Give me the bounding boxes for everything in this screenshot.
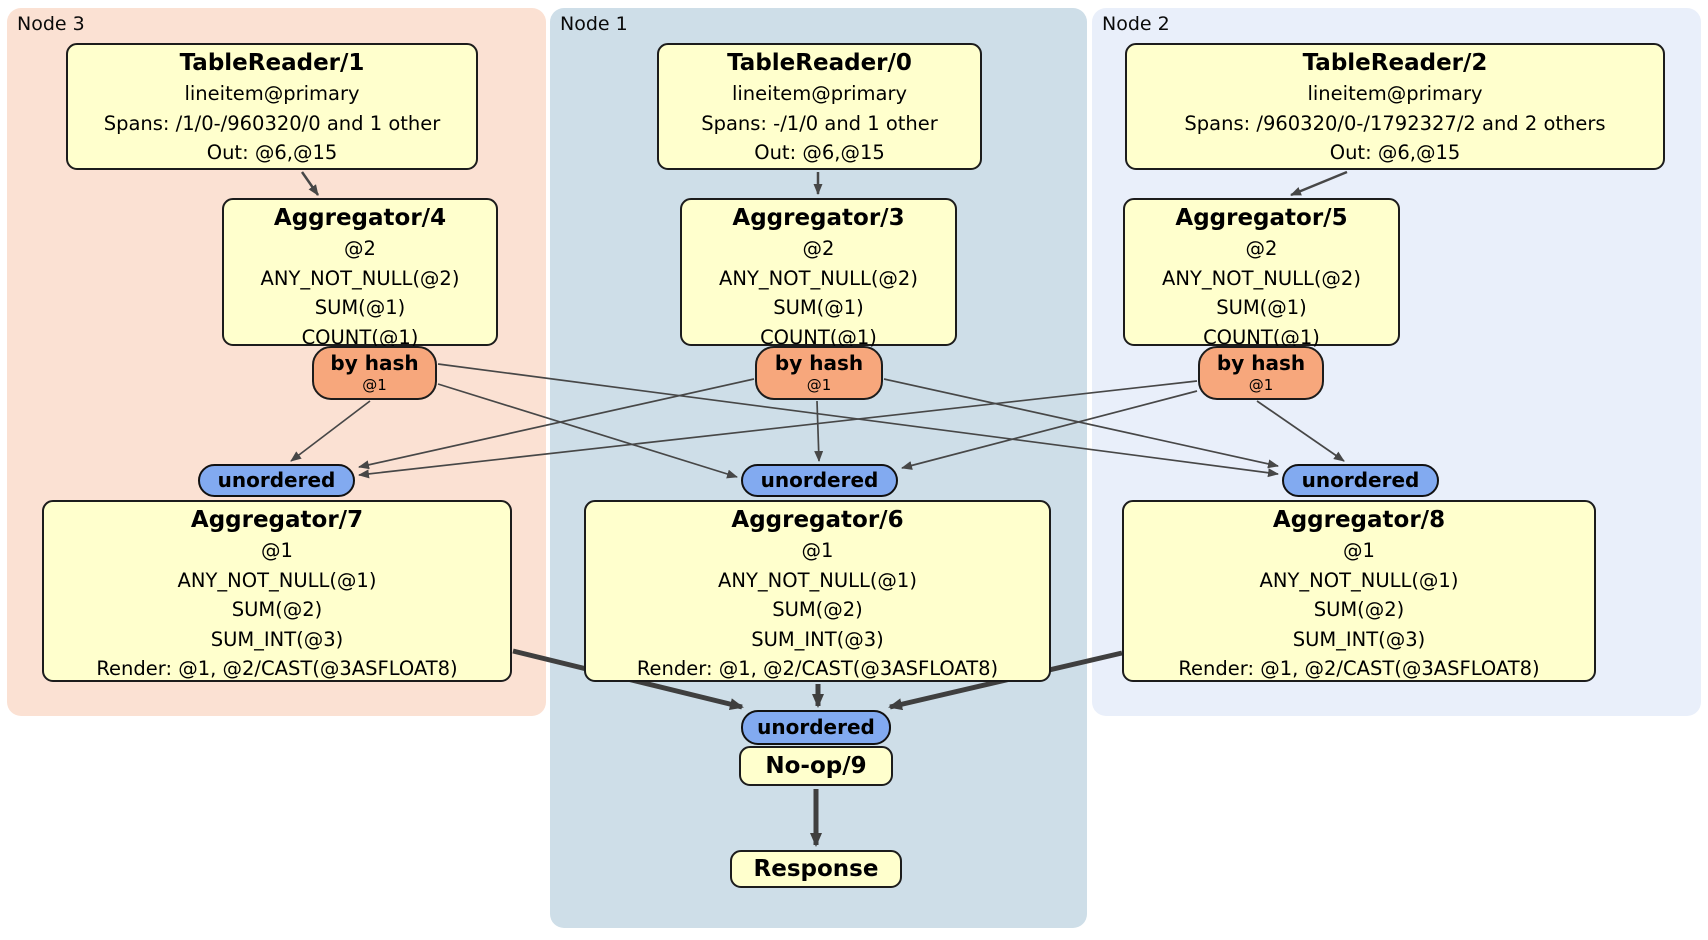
detail-line: COUNT(@1): [301, 325, 419, 349]
hash-router-node-1: by hash @1: [755, 346, 883, 400]
router-detail: @1: [1248, 376, 1274, 394]
detail-line: Out: @6,@15: [1329, 141, 1461, 164]
detail-line: SUM_INT(@3): [1292, 627, 1426, 651]
region-label-node-2: Node 2: [1102, 13, 1170, 35]
detail-line: SUM(@2): [772, 598, 863, 621]
unordered-sync-node-2: unordered: [1282, 464, 1439, 497]
detail-line: @2: [1245, 237, 1278, 260]
router-label: by hash: [1216, 351, 1306, 375]
processor-title: Aggregator/5: [1175, 205, 1348, 231]
router-label: by hash: [330, 351, 419, 375]
detail-line: lineitem@primary: [1307, 82, 1483, 105]
router-detail: @1: [806, 376, 832, 394]
response-box: Response: [730, 850, 902, 888]
detail-line: SUM(@2): [1313, 598, 1405, 621]
detail-line: lineitem@primary: [184, 82, 360, 105]
processor-title: TableReader/2: [1302, 50, 1488, 76]
detail-line: ANY_NOT_NULL(@2): [719, 266, 918, 290]
region-label-node-3: Node 3: [17, 13, 85, 35]
router-detail: @1: [362, 376, 387, 394]
detail-line: COUNT(@1): [1203, 325, 1320, 349]
detail-line: ANY_NOT_NULL(@1): [177, 568, 377, 592]
processor-title: Aggregator/4: [273, 205, 447, 231]
detail-line: Out: @6,@15: [754, 141, 885, 164]
noop-9-box: No-op/9: [739, 746, 893, 786]
unordered-sync-node-3: unordered: [198, 464, 355, 497]
detail-line: SUM(@2): [231, 598, 323, 621]
detail-line: @2: [802, 237, 835, 260]
processor-title: TableReader/0: [727, 50, 912, 76]
processor-title: Aggregator/7: [190, 507, 364, 533]
detail-line: Render: @1, @2/CAST(@3ASFLOAT8): [96, 657, 458, 680]
detail-line: Spans: /960320/0-/1792327/2 and 2 others: [1184, 111, 1606, 135]
detail-line: @1: [1343, 539, 1375, 562]
region-label-node-1: Node 1: [560, 13, 628, 35]
hash-router-node-2: by hash @1: [1198, 346, 1324, 400]
processor-title: TableReader/1: [179, 50, 365, 76]
detail-line: Spans: -/1/0 and 1 other: [701, 111, 938, 135]
router-label: by hash: [774, 351, 864, 375]
detail-line: ANY_NOT_NULL(@1): [1259, 568, 1459, 592]
detail-line: @2: [344, 237, 376, 260]
unordered-sync-node-1: unordered: [741, 464, 898, 497]
detail-line: Render: @1, @2/CAST(@3ASFLOAT8): [1178, 657, 1540, 680]
detail-line: SUM_INT(@3): [210, 627, 344, 651]
detail-line: SUM(@1): [314, 296, 406, 319]
detail-line: Out: @6,@15: [206, 141, 338, 164]
detail-line: @1: [801, 539, 834, 562]
detail-line: ANY_NOT_NULL(@1): [718, 568, 917, 592]
detail-line: SUM(@1): [1216, 296, 1307, 319]
detail-line: @1: [261, 539, 293, 562]
detail-line: COUNT(@1): [760, 325, 877, 349]
unordered-sync-final: unordered: [741, 710, 891, 745]
processor-title: Aggregator/3: [732, 205, 905, 231]
detail-line: lineitem@primary: [731, 82, 908, 105]
processor-title: Aggregator/8: [1272, 507, 1446, 533]
detail-line: ANY_NOT_NULL(@2): [260, 266, 460, 290]
hash-router-node-3: by hash @1: [312, 346, 437, 400]
detail-line: Spans: /1/0-/960320/0 and 1 other: [103, 111, 441, 135]
detail-line: SUM(@1): [773, 296, 864, 319]
detail-line: SUM_INT(@3): [751, 627, 884, 651]
detail-line: ANY_NOT_NULL(@2): [1162, 266, 1361, 290]
detail-line: Render: @1, @2/CAST(@3ASFLOAT8): [636, 657, 999, 680]
processor-title: Aggregator/6: [731, 507, 904, 533]
